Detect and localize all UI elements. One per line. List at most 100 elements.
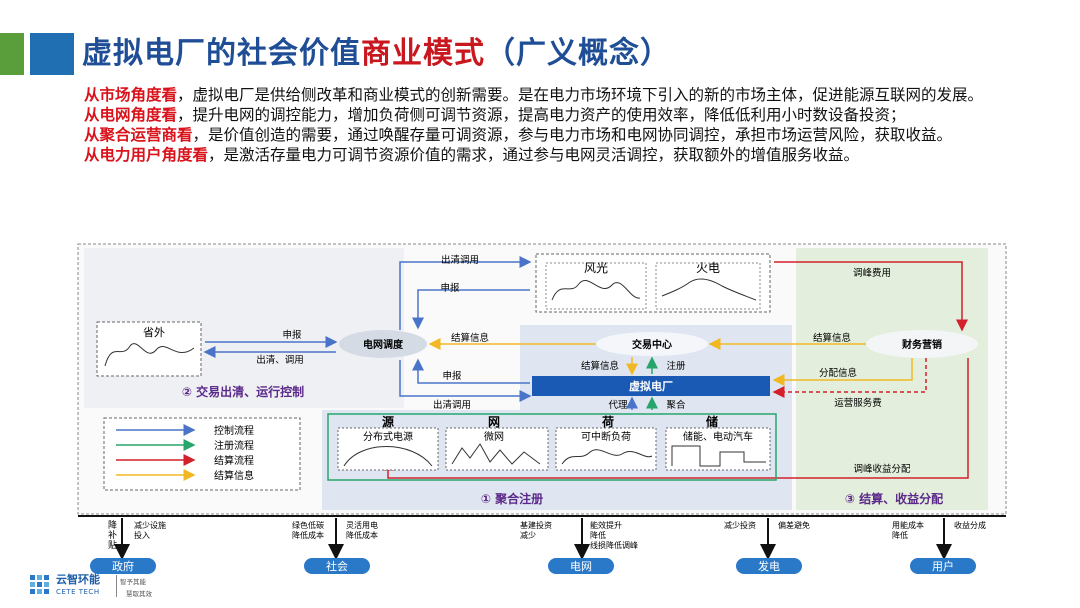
label-dist-info: 分配信息 bbox=[819, 367, 857, 379]
wind-solar-chart bbox=[545, 262, 647, 310]
label-settle-info-mid: 结算信息 bbox=[581, 360, 619, 372]
grid-dispatch-label: 电网调度 bbox=[363, 338, 404, 351]
thermal-curve bbox=[661, 278, 757, 301]
legend-register: 注册流程 bbox=[214, 439, 254, 452]
grid-item-0: 基建投资减少 bbox=[520, 520, 552, 540]
wind-curve bbox=[551, 279, 641, 301]
label-register: 注册 bbox=[666, 360, 686, 372]
grid-item-2: 线损降低调峰 bbox=[590, 540, 638, 550]
resource-label-grid: 微网 bbox=[484, 430, 504, 443]
resource-header-source: 源 bbox=[382, 414, 394, 429]
label-aggregate: 聚合 bbox=[666, 399, 686, 411]
slogan-line-2: 慧取其效 bbox=[126, 590, 152, 598]
label-settle-info-left: 结算信息 bbox=[451, 332, 489, 344]
paragraph-market: 从市场角度看，虚拟电厂是供给侧改革和商业模式的创新需要。是在电力市场环境下引入的… bbox=[84, 86, 984, 104]
node-vpp bbox=[532, 376, 770, 396]
resource-header-grid: 网 bbox=[488, 415, 500, 429]
beneficiary-grid bbox=[548, 558, 614, 574]
slogan-line-1: 智予其能 bbox=[120, 578, 146, 586]
company-name-en: CETE TECH bbox=[56, 588, 100, 596]
resource-source-box bbox=[337, 427, 439, 471]
resource-header-load: 荷 bbox=[601, 414, 614, 429]
intro-paragraphs: 从市场角度看，虚拟电厂是供给侧改革和商业模式的创新需要。是在电力市场环境下引入的… bbox=[84, 85, 1014, 165]
stage3-label: ③ 结算、收益分配 bbox=[845, 491, 943, 506]
storage-curve bbox=[671, 445, 766, 467]
label-settle-info-right: 结算信息 bbox=[813, 332, 851, 344]
gen-name: 发电 bbox=[758, 559, 780, 573]
label-declare-low: 申报 bbox=[442, 370, 462, 382]
flow-ops-fee bbox=[772, 358, 927, 398]
finance-label: 财务营销 bbox=[901, 338, 942, 351]
node-finance bbox=[866, 330, 978, 358]
paragraph-grid: 从电网角度看，提升电网的调控能力，增加负荷侧可调节资源，提高电力资产的使用效率，… bbox=[84, 106, 906, 124]
resource-label-source: 分布式电源 bbox=[363, 430, 413, 443]
label-clear-dispatch-low: 出清调用 bbox=[433, 399, 471, 411]
resource-header-storage: 储 bbox=[706, 414, 718, 429]
label-declare-top: 申报 bbox=[440, 282, 460, 294]
company-logo-mark bbox=[30, 575, 49, 594]
gen-item-1: 偏差避免 bbox=[778, 520, 810, 530]
province-out-box bbox=[96, 321, 202, 377]
user-item-1: 收益分成 bbox=[954, 520, 986, 530]
label-peak-fee: 调峰费用 bbox=[853, 267, 891, 279]
resource-group-box bbox=[327, 413, 777, 481]
gen-item-0: 减少投资 bbox=[724, 520, 756, 530]
vpp-label: 虚拟电厂 bbox=[629, 379, 673, 393]
title-accent-green bbox=[0, 33, 24, 75]
legend-box bbox=[103, 417, 301, 491]
society-name: 社会 bbox=[326, 559, 348, 573]
resource-storage-box bbox=[665, 427, 771, 471]
company-name: 云智环能 bbox=[56, 573, 100, 586]
beneficiary-user bbox=[910, 558, 976, 574]
grid-name: 电网 bbox=[570, 560, 592, 573]
load-curve bbox=[561, 449, 653, 465]
resource-label-load: 可中断负荷 bbox=[581, 430, 631, 443]
legend-control: 控制流程 bbox=[214, 424, 254, 437]
flow-peak-fee bbox=[774, 261, 968, 332]
wind-solar-label: 风光 bbox=[584, 261, 608, 275]
society-item-0: 绿色低碳降低成本 bbox=[292, 520, 324, 540]
label-clear-dispatch-top: 出清调用 bbox=[441, 254, 479, 266]
label-declare-left: 申报 bbox=[282, 329, 302, 341]
resource-label-storage: 储能、电动汽车 bbox=[683, 430, 753, 443]
node-grid-dispatch bbox=[339, 330, 427, 358]
flow-clear-dispatch-top bbox=[399, 256, 532, 330]
grid-item-1: 能效提升降低 bbox=[590, 520, 622, 540]
flow-declare-top bbox=[412, 289, 530, 330]
stage2-label: ② 交易出清、运行控制 bbox=[182, 384, 304, 399]
thermal-label: 火电 bbox=[696, 261, 720, 275]
flow-dist-info bbox=[772, 358, 913, 386]
province-curve bbox=[104, 343, 195, 367]
title-accent-blue bbox=[30, 33, 74, 75]
source-curve bbox=[343, 446, 433, 467]
flow-clear-dispatch-low bbox=[399, 360, 532, 402]
grid-curve bbox=[451, 443, 541, 465]
legend-info: 结算信息 bbox=[214, 469, 254, 482]
user-name: 用户 bbox=[932, 559, 954, 573]
label-peak-income-dist: 调峰收益分配 bbox=[853, 463, 911, 475]
beneficiary-gov bbox=[90, 558, 156, 574]
thermal-chart bbox=[655, 262, 761, 310]
trading-center-label: 交易中心 bbox=[632, 338, 672, 351]
beneficiary-gen bbox=[736, 558, 802, 574]
gov-item-1: 减少设施 bbox=[134, 520, 166, 530]
label-ops-fee: 运营服务费 bbox=[834, 397, 882, 409]
label-agent: 代理 bbox=[608, 400, 628, 411]
gov-item-0: 降补贴 bbox=[108, 519, 117, 551]
resource-load-box bbox=[555, 427, 657, 471]
gov-item-1b: 投入 bbox=[134, 530, 150, 540]
node-trading-center bbox=[596, 332, 708, 356]
region-settlement bbox=[796, 248, 988, 510]
beneficiary-society bbox=[304, 558, 370, 574]
stage1-label: ① 聚合注册 bbox=[481, 491, 543, 506]
label-clear-call-left: 出清、调用 bbox=[256, 354, 304, 366]
page-title: 虚拟电厂的社会价值商业模式（广义概念） bbox=[82, 36, 671, 71]
paragraph-user: 从电力用户角度看，是激活存量电力可调节资源价值的需求，通过参与电网灵活调控，获取… bbox=[84, 146, 860, 164]
user-item-0: 用能成本降低 bbox=[892, 520, 924, 540]
flow-declare-low bbox=[412, 358, 530, 384]
gov-name: 政府 bbox=[112, 559, 134, 573]
paragraph-aggregator: 从聚合运营商看，是价值创造的需要，通过唤醒存量可调资源，参与电力市场和电网协同调… bbox=[84, 126, 953, 144]
province-out-label: 省外 bbox=[143, 326, 165, 339]
legend-settle: 结算流程 bbox=[214, 454, 254, 467]
